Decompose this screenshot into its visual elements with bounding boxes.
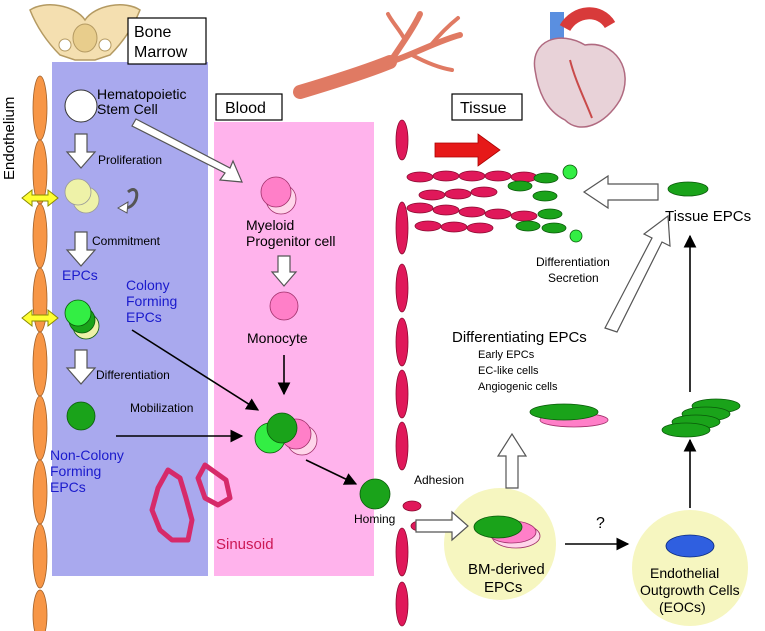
non-colony-cell — [66, 401, 96, 431]
hollow-down-arrows — [65, 133, 298, 385]
eoc-cell — [665, 534, 715, 558]
bm-to-differentiating-arrow — [496, 432, 528, 489]
bone-marrow-label: Bone Marrow — [127, 17, 207, 65]
tissue-epcs-label: Tissue EPCs — [665, 208, 751, 225]
colony-label-2: Forming — [126, 293, 177, 309]
yellow-double-arrows — [21, 188, 59, 328]
self-renewal-arrow — [125, 188, 139, 210]
svg-text:Blood: Blood — [225, 100, 266, 117]
hsc-label-2: Stem Cell — [97, 101, 158, 117]
bm-derived-cell — [473, 515, 541, 549]
angiogenic-label: Angiogenic cells — [478, 381, 558, 393]
colony-forming-cells — [64, 299, 100, 340]
sinusoid-shape — [149, 462, 233, 543]
artery-icon — [293, 11, 463, 99]
pelvis-icon — [29, 4, 141, 61]
colony-label-3: EPCs — [126, 309, 162, 325]
tissue-green-cells — [507, 164, 583, 243]
mobilization-label: Mobilization — [130, 401, 193, 415]
eoc-label-2: Outgrowth Cells — [640, 582, 740, 598]
monocyte-cell — [269, 291, 299, 321]
myeloid-label-2: Progenitor cell — [246, 233, 336, 249]
monocyte-label: Monocyte — [247, 330, 308, 346]
self-renewal-arrowhead — [117, 201, 129, 214]
myeloid-progenitor-cell — [260, 176, 297, 215]
proliferating-cells — [64, 178, 100, 214]
differentiation-label: Differentiation — [96, 368, 170, 382]
early-epcs-label: Early EPCs — [478, 349, 535, 361]
blood-cell-cluster — [254, 412, 318, 456]
adhesion-to-bm-arrow — [415, 510, 469, 542]
differentiation-secretion-arrow — [604, 214, 671, 333]
bm-derived-label-1: BM-derived — [468, 561, 545, 578]
homing-label: Homing — [354, 512, 395, 526]
tissue-label: Tissue — [451, 93, 523, 121]
colony-label-1: Colony — [126, 277, 170, 293]
adhesion-label: Adhesion — [414, 473, 464, 487]
myeloid-label-1: Myeloid — [246, 217, 294, 233]
bm-derived-label-2: EPCs — [484, 579, 522, 596]
tissue-vessel-chains — [406, 170, 538, 234]
differentiating-epcs-label: Differentiating EPCs — [452, 329, 587, 346]
eoc-circle — [632, 510, 748, 626]
proliferation-label: Proliferation — [98, 153, 162, 167]
eoc-label-3: (EOCs) — [659, 599, 706, 615]
svg-text:Bone: Bone — [134, 24, 171, 41]
noncolony-label-1: Non-Colony — [50, 447, 124, 463]
tissue-epc-to-vessel-arrow — [582, 174, 659, 210]
noncolony-label-3: EPCs — [50, 479, 86, 495]
hsc-label-1: Hematopoietic — [97, 86, 187, 102]
endothelium-cells — [32, 75, 48, 631]
colony-to-blood-arrow — [131, 329, 260, 411]
question-label: ? — [596, 515, 605, 532]
eoc-label-1: Endothelial — [650, 565, 719, 581]
blood-label: Blood — [215, 93, 283, 121]
ec-like-label: EC-like cells — [478, 365, 539, 377]
hsc-cell — [64, 89, 98, 123]
eoc-stacked-cells — [661, 398, 741, 438]
sinusoid-label: Sinusoid — [216, 536, 274, 553]
svg-text:Tissue: Tissue — [460, 100, 507, 117]
differentiating-cell — [529, 403, 609, 428]
hsc-to-myeloid-arrow — [131, 118, 243, 183]
blood-region — [214, 122, 374, 576]
tissue-epc-cell — [667, 181, 709, 197]
commitment-label: Commitment — [92, 234, 161, 248]
endothelium-label: Endothelium — [1, 97, 18, 180]
homing-arrow — [305, 459, 358, 485]
homing-cell — [359, 478, 391, 510]
diff-sec-label-2: Secretion — [548, 271, 599, 285]
tissue-entry-arrow — [434, 133, 501, 167]
diff-sec-label-1: Differentiation — [536, 255, 610, 269]
epcs-label: EPCs — [62, 267, 98, 283]
noncolony-label-2: Forming — [50, 463, 101, 479]
heart-icon — [533, 7, 626, 128]
svg-text:Marrow: Marrow — [134, 44, 188, 61]
